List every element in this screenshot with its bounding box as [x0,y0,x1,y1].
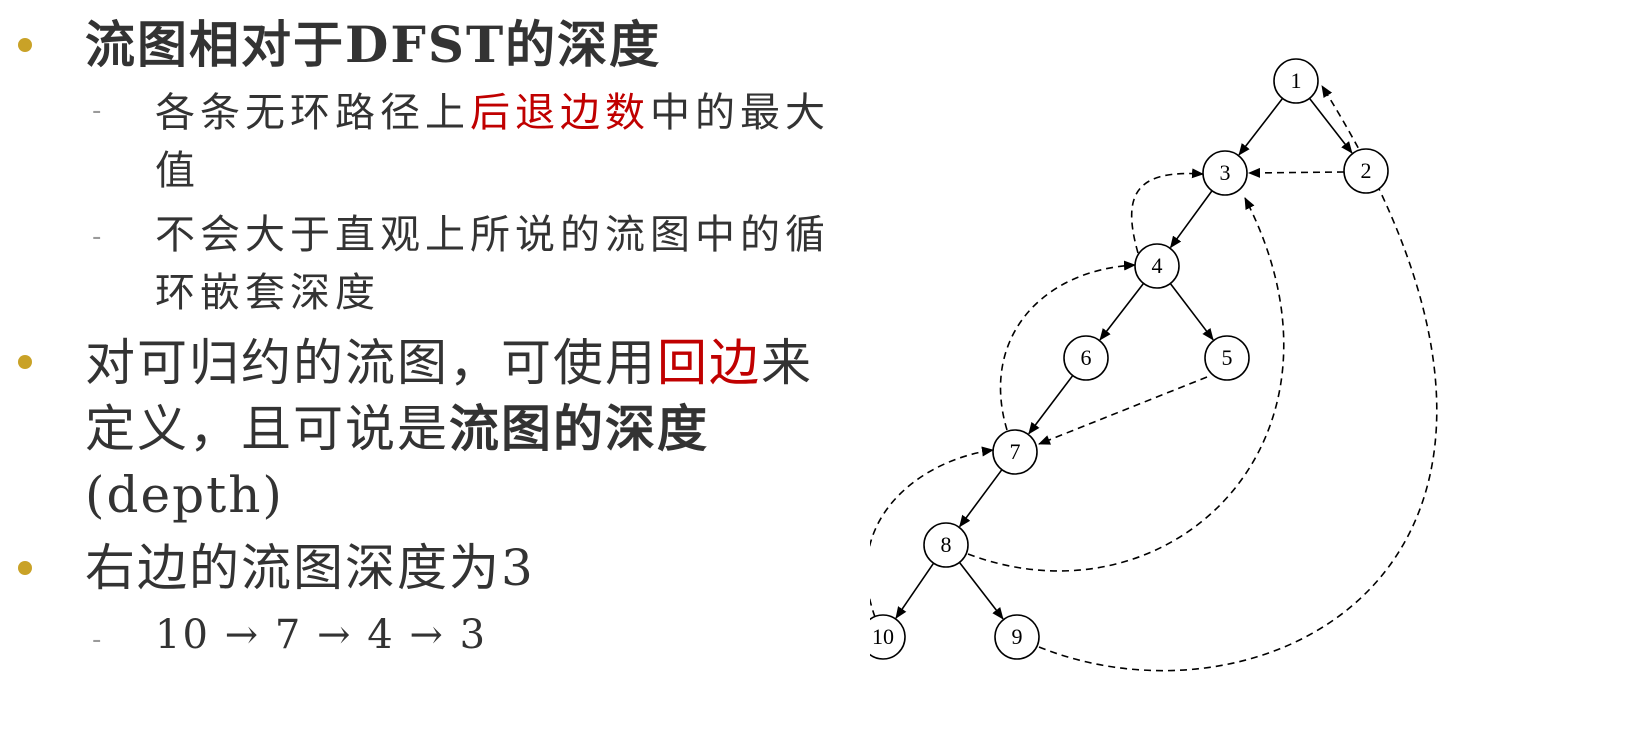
node-label-2: 2 [1361,158,1372,183]
node-3: 3 [1202,150,1248,196]
sub-1-1-pre: 各条无环路径上 [155,90,470,136]
back-edge-10-7 [870,446,994,618]
node-circle-4 [1134,243,1180,289]
tree-edge-4-6 [1099,282,1145,341]
bullet-1-sub-1: 各条无环路径上后退边数中的最大值 [155,84,835,200]
node-2: 2 [1343,148,1389,194]
node-circle-10 [870,614,906,660]
node-circle-8 [923,522,969,568]
tree-edge-4-5 [1169,283,1214,341]
tree-edge-6-7 [1028,375,1074,435]
node-circle-5 [1204,335,1250,381]
node-label-1: 1 [1291,68,1302,93]
node-circle-9 [994,614,1040,660]
bullet-dot-1 [18,38,32,52]
node-7: 7 [992,429,1038,475]
node-label-9: 9 [1012,624,1023,649]
node-label-6: 6 [1081,345,1092,370]
flow-graph-diagram: 1 2 3 4 5 6 7 8 9 10 [870,58,1438,672]
back-edge-9-1 [1038,85,1438,672]
node-label-3: 3 [1220,160,1231,185]
node-4: 4 [1134,243,1180,289]
node-circle-6 [1063,335,1109,381]
back-edge-4-3 [1130,168,1204,254]
tree-edge-7-8 [959,469,1003,528]
bullet-3-text: 右边的流图深度为3 [85,539,535,597]
node-circle-3 [1202,150,1248,196]
node-6: 6 [1063,335,1109,381]
tree-edge-1-3 [1238,97,1284,156]
tree-edge-1-2 [1308,97,1353,154]
tree-edge-3-4 [1169,190,1213,249]
node-label-7: 7 [1010,439,1021,464]
sub-1-1-post: 中的最大值 [155,90,830,194]
node-label-10: 10 [872,624,894,649]
node-circle-1 [1273,58,1319,104]
back-edge-8-3 [967,197,1285,572]
bullet-dot-3 [18,561,32,575]
node-10: 10 [870,614,906,660]
bullet-dot-2 [18,355,32,369]
sub-dash-1-2: - [92,222,102,252]
sub-dash-1-1: - [92,96,102,126]
sub-1-1-highlight: 后退边数 [470,90,650,136]
back-edge-7-4 [999,260,1136,431]
bullet-2-bold: 流图的深度 [449,399,709,458]
node-label-4: 4 [1152,253,1163,278]
bullet-2-highlight: 回边 [657,334,761,392]
bullet-1-title: 流图相对于DFST的深度 [85,15,662,74]
bullet-1-sub-2: 不会大于直观上所说的流图中的循环嵌套深度 [155,212,830,316]
bullet-2-post: (depth) [85,466,284,524]
bullet-2-text: 对可归约的流图，可使用回边来定义，且可说是流图的深度 (depth) [85,330,825,528]
sub-dash-3-1: - [92,625,102,655]
bullet-3-sub-1: 10 → 7 → 4 → 3 [155,612,488,658]
bullet-2-pre: 对可归约的流图，可使用 [85,334,657,392]
node-9: 9 [994,614,1040,660]
node-1: 1 [1273,58,1319,104]
bullet-2-mid: 来定义，且可说是 [85,334,813,458]
node-label-5: 5 [1222,345,1233,370]
tree-edge-8-10 [895,562,935,619]
back-edge-5-7 [1038,376,1208,445]
node-8: 8 [923,522,969,568]
node-circle-2 [1343,148,1389,194]
node-5: 5 [1204,335,1250,381]
node-label-8: 8 [941,532,952,557]
node-circle-7 [992,429,1038,475]
tree-edge-8-9 [958,561,1004,620]
back-edge-2-3 [1248,167,1345,178]
